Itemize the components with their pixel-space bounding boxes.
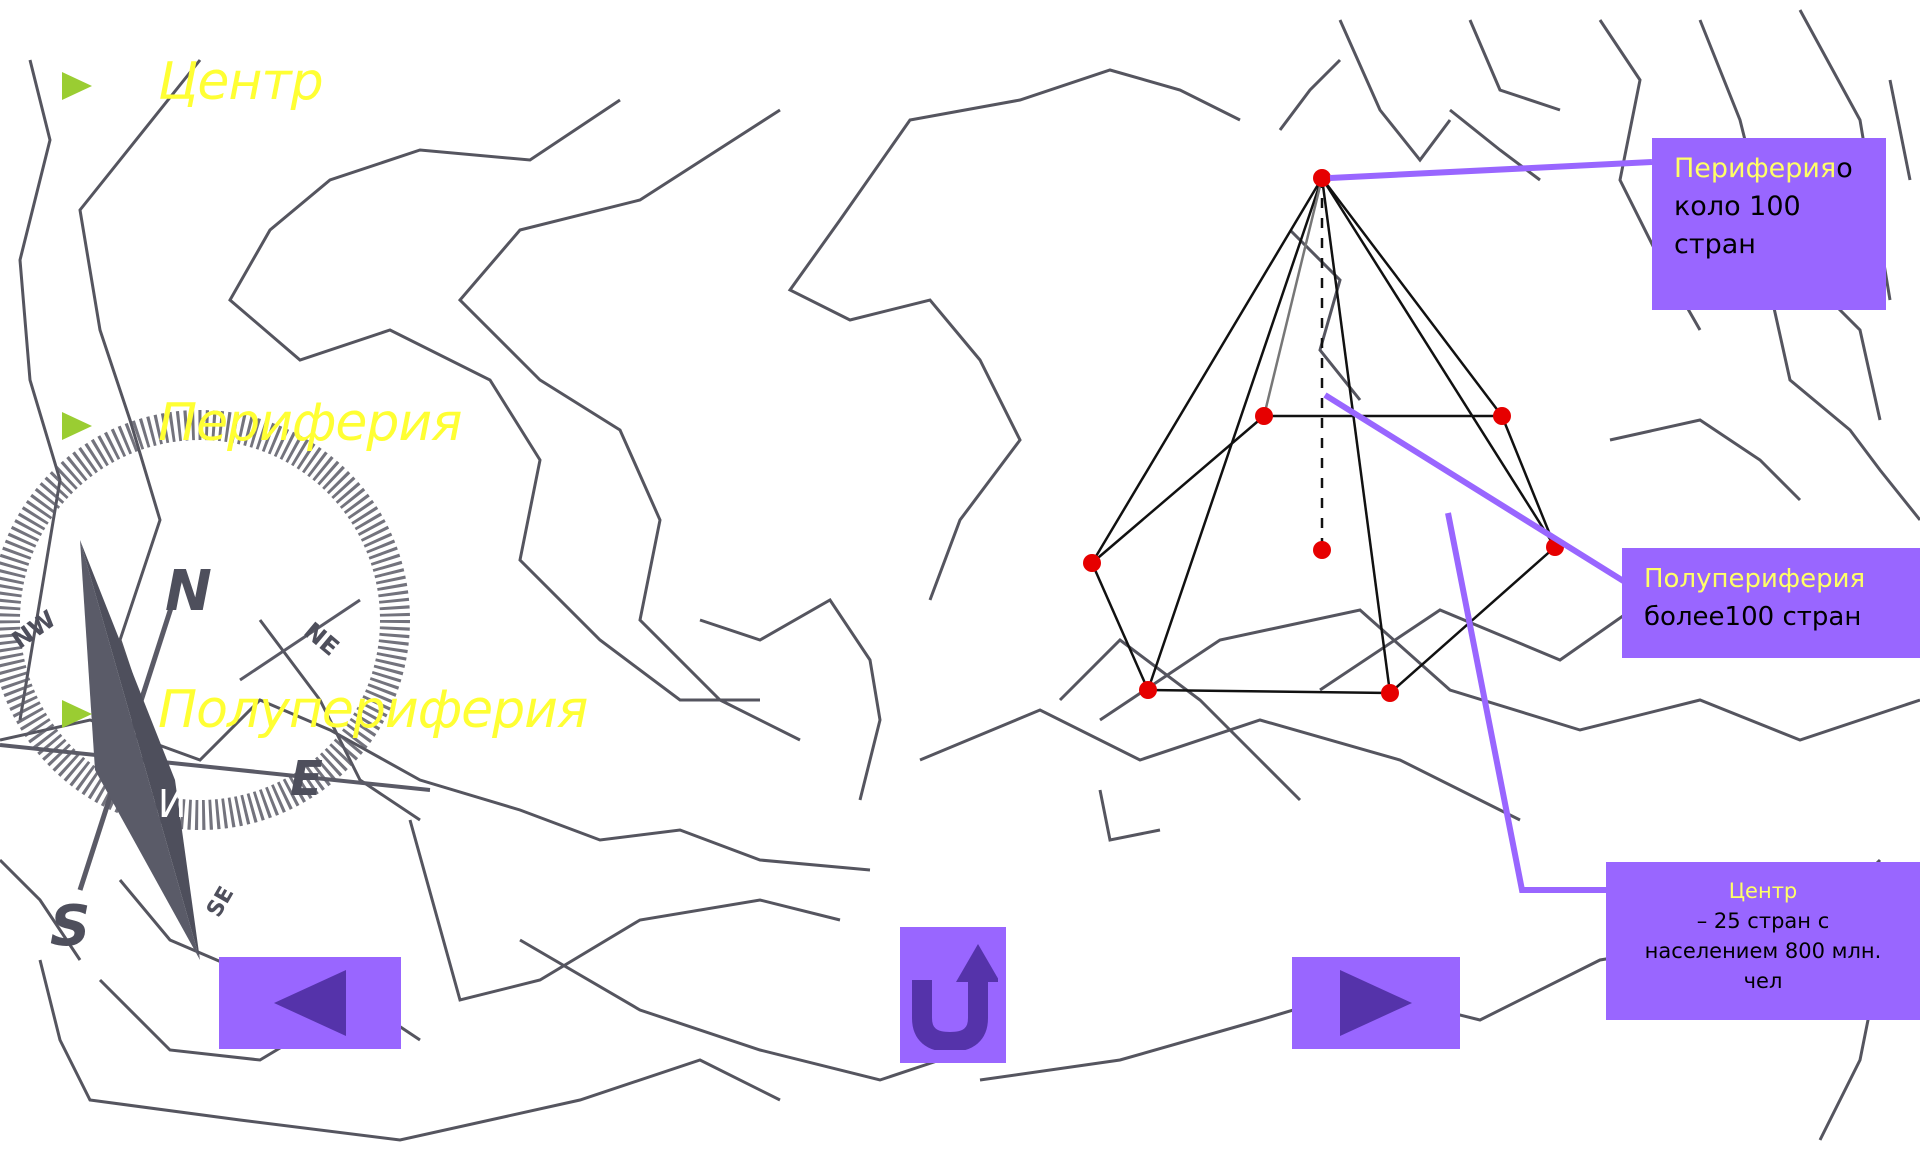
bullet-arrow-icon	[62, 412, 92, 440]
return-arrow-icon	[908, 940, 998, 1050]
term-periphery[interactable]: Периферия	[158, 393, 461, 453]
callout-center-line1: – 25 стран с	[1697, 909, 1830, 933]
compass-ne-label: NE	[298, 617, 344, 662]
callout-semiperiphery-text: более100 стран	[1644, 602, 1861, 632]
callout-center-line3: чел	[1744, 969, 1783, 993]
bullet-arrow-icon	[62, 700, 92, 728]
callout-periphery-text-c: стран	[1674, 229, 1756, 260]
right-arrow-icon	[1336, 968, 1416, 1038]
back-button[interactable]	[219, 957, 401, 1049]
term-semiperiphery[interactable]: Полупериферия	[158, 680, 587, 740]
callout-center-line2: населением 800 млн.	[1645, 939, 1882, 963]
callout-center-title: Центр	[1729, 879, 1798, 903]
bullet-arrow-icon	[62, 72, 92, 100]
hidden-text-fragment: И	[158, 782, 186, 826]
callout-periphery: Периферияо коло 100 стран	[1652, 138, 1886, 310]
callout-connectors	[1325, 162, 1652, 890]
pyramid-diagram	[1092, 178, 1555, 693]
callout-semiperiphery-title: Полупериферия	[1644, 564, 1865, 594]
callout-periphery-title: Периферия	[1674, 153, 1836, 184]
callout-center: Центр – 25 стран с населением 800 млн. ч…	[1606, 862, 1920, 1020]
compass-se-label: SE	[202, 882, 239, 921]
callout-periphery-text-b: коло 100	[1674, 191, 1801, 222]
compass-e-label: E	[290, 751, 323, 807]
left-arrow-icon	[270, 968, 350, 1038]
callout-periphery-text-a: о	[1836, 153, 1853, 184]
compass-s-label: S	[50, 894, 90, 959]
return-button[interactable]	[900, 927, 1006, 1063]
term-center[interactable]: Центр	[158, 52, 323, 112]
callout-semiperiphery: Полупериферия более100 стран	[1622, 548, 1920, 658]
forward-button[interactable]	[1292, 957, 1460, 1049]
pyramid-vertices	[1083, 169, 1564, 702]
compass-n-label: N	[165, 559, 212, 624]
